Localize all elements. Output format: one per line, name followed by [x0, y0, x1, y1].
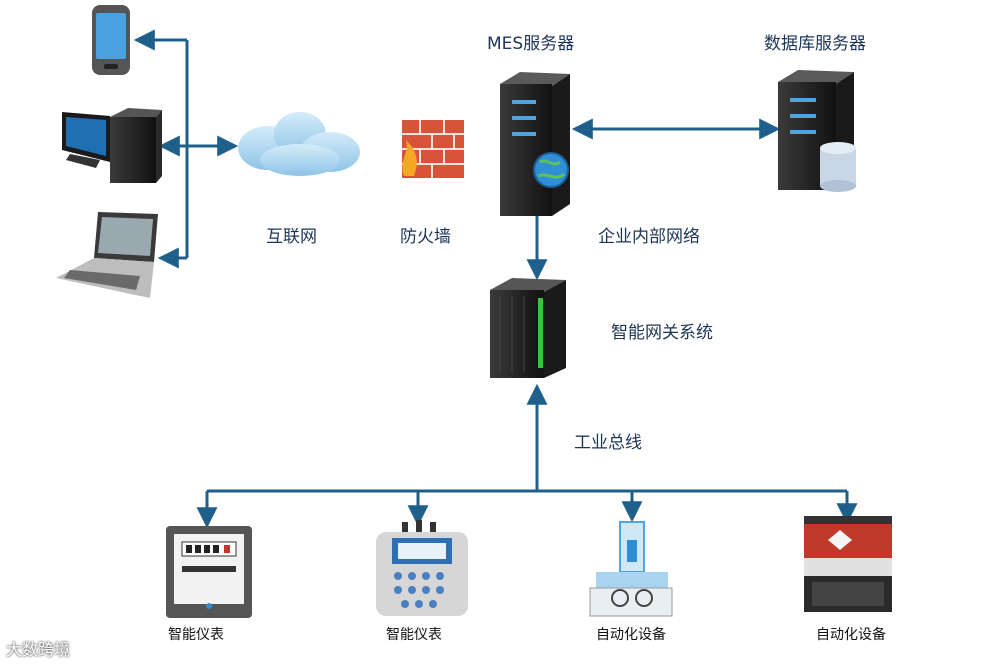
internet-label: 互联网	[266, 227, 317, 247]
db-server-label: 数据库服务器	[764, 34, 866, 54]
fieldbus-label: 工业总线	[574, 433, 642, 453]
intranet-label: 企业内部网络	[598, 227, 700, 247]
instrument-icon	[376, 520, 468, 616]
server-icon	[500, 72, 570, 216]
connection-lines	[133, 29, 858, 529]
meter1-label: 智能仪表	[168, 627, 224, 643]
firewall-label: 防火墙	[400, 227, 451, 247]
meter2-label: 智能仪表	[386, 627, 442, 643]
cloud-icon	[238, 112, 360, 176]
gateway-label: 智能网关系统	[611, 323, 713, 343]
gateway-cabinet-icon	[490, 278, 566, 378]
watermark-text: 大数跨境	[6, 640, 71, 659]
mes-server-label: MES服务器	[487, 34, 575, 54]
smartphone-icon	[92, 5, 130, 75]
laptop-icon	[56, 212, 158, 298]
equip2-label: 自动化设备	[816, 627, 886, 643]
firewall-icon	[402, 120, 464, 178]
globe-icon	[533, 152, 569, 188]
meter-icon	[166, 526, 252, 618]
database-server-icon	[778, 70, 856, 192]
desktop-icon	[62, 108, 162, 183]
press-brake-icon	[804, 516, 892, 612]
machine-icon	[589, 521, 673, 617]
equip1-label: 自动化设备	[596, 627, 666, 643]
